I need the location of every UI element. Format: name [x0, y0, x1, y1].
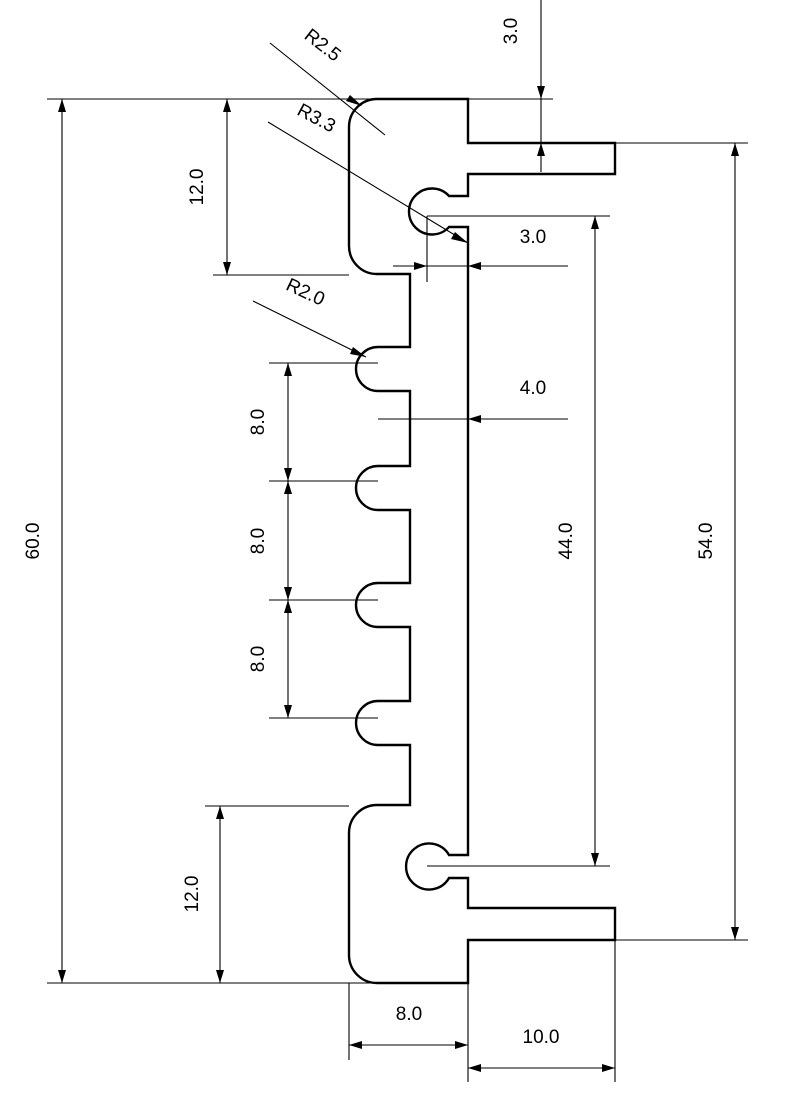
- dim-flange-span: 54.0: [696, 523, 717, 560]
- dim-web-to-socket: 3.0: [520, 227, 546, 248]
- dim-overall-height: 60.0: [23, 523, 44, 560]
- dim-flange-width: 10.0: [523, 1027, 560, 1048]
- radius-slot-label: R2.0: [283, 275, 328, 311]
- dim-slot-pitch-2: 8.0: [248, 528, 269, 554]
- dim-bottom-end-segment: 12.0: [182, 876, 203, 913]
- dim-slot-depth: 4.0: [520, 378, 546, 399]
- extension-lines: [47, 98, 748, 1082]
- dim-slot-pitch-3: 8.0: [248, 646, 269, 672]
- dimension-lines: [61, 0, 736, 1069]
- dim-top-offset: 3.0: [501, 18, 522, 44]
- dim-top-end-segment: 12.0: [187, 169, 208, 206]
- part-profile: [347, 97, 617, 985]
- dim-socket-span: 44.0: [556, 523, 577, 560]
- radius-socket-label: R3.3: [294, 100, 339, 137]
- dim-base-width: 8.0: [396, 1004, 422, 1025]
- arrowheads: [58, 86, 739, 1072]
- dim-slot-pitch-1: 8.0: [248, 409, 269, 435]
- radius-top-corner-label: R2.5: [300, 25, 345, 66]
